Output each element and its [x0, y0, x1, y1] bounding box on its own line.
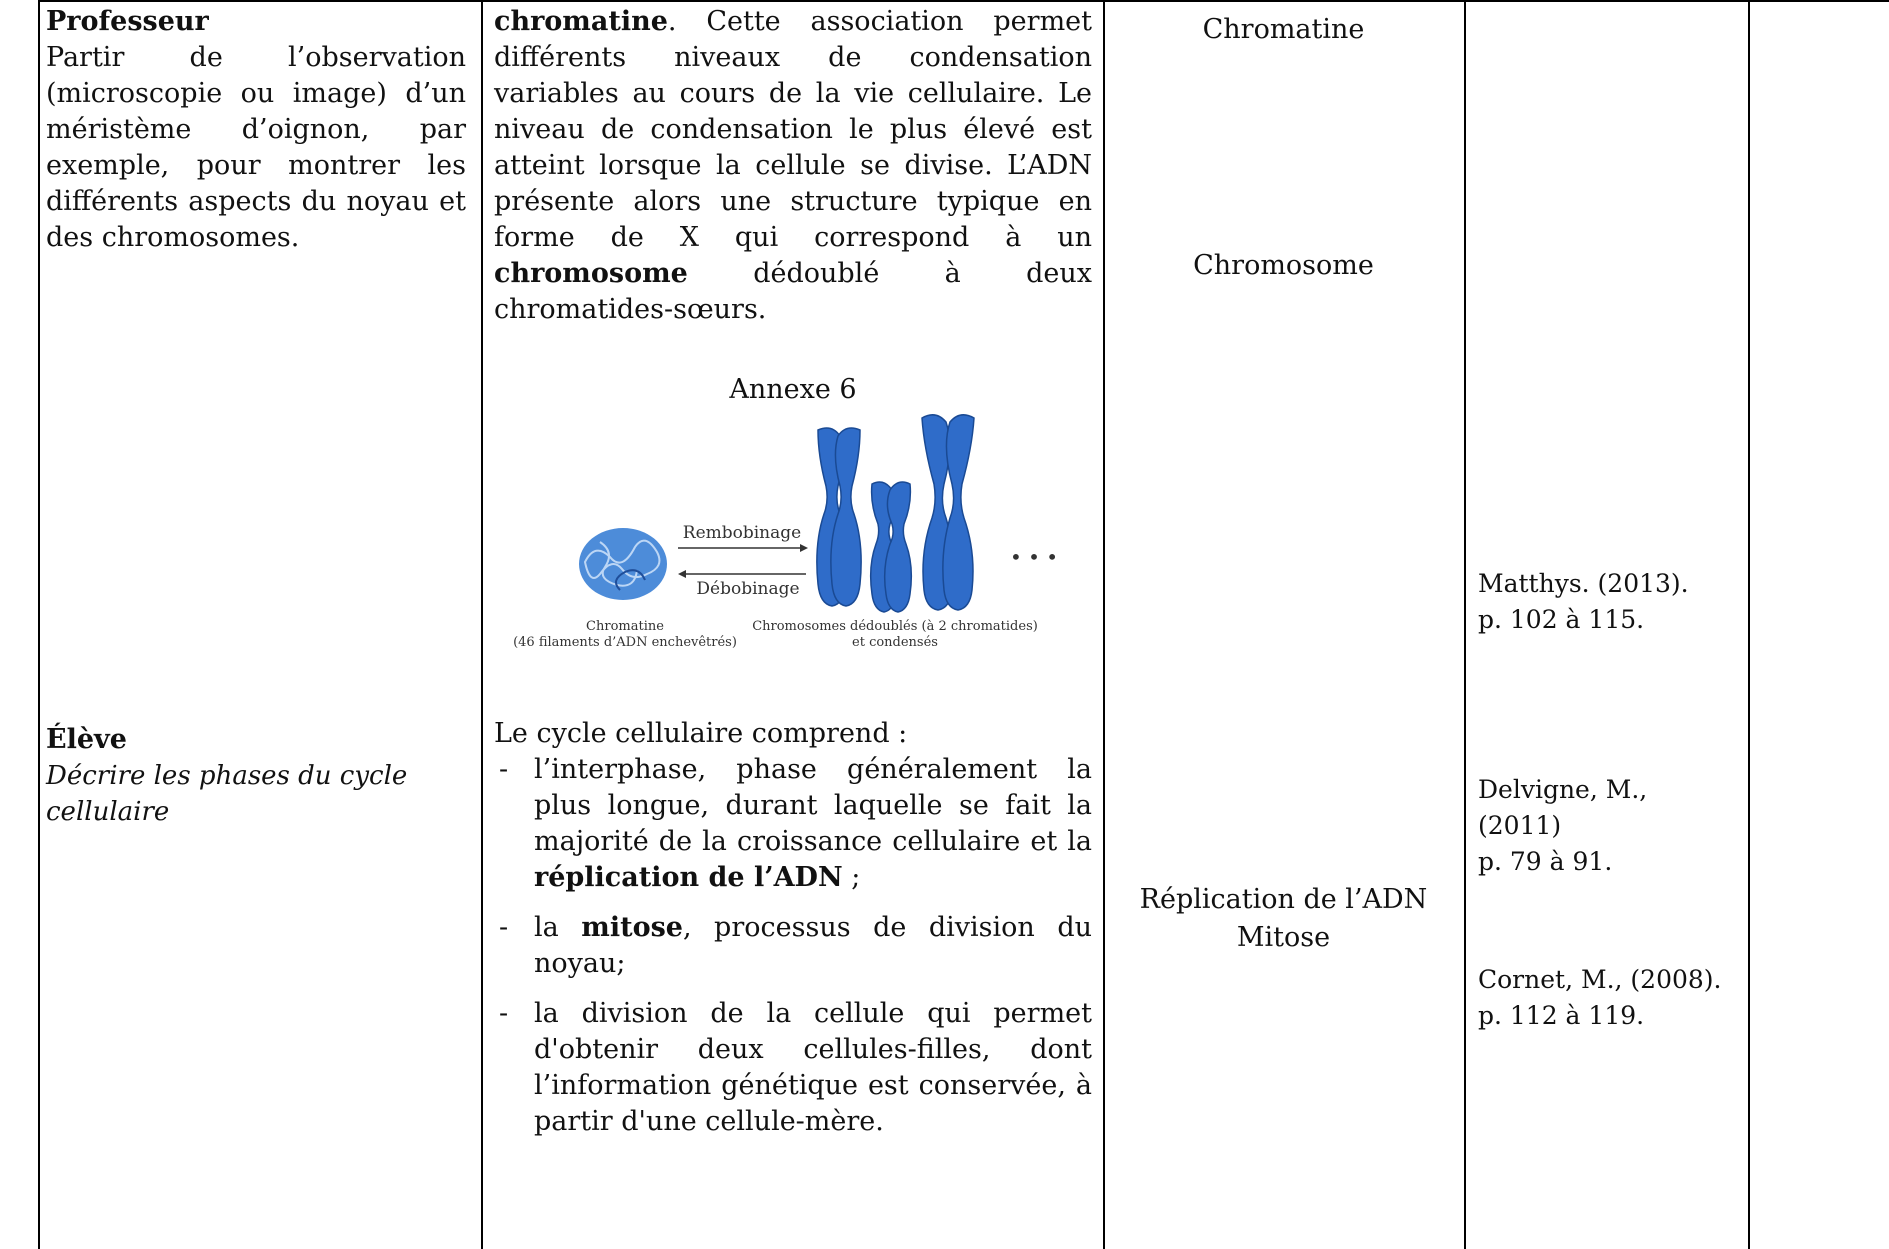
term-replication: Réplication de l’ADN: [1139, 884, 1428, 915]
term-chromosome: Chromosome: [1193, 250, 1374, 281]
ref2-line1: Delvigne, M.,: [1478, 775, 1648, 804]
chromosome-2: [869, 481, 913, 613]
table-left-border: [38, 0, 40, 1249]
ref1-line2: p. 102 à 115.: [1478, 605, 1645, 634]
chromatin-label-1: Chromatine: [586, 619, 664, 634]
column-divider-1: [481, 0, 483, 1249]
list-item: la mitose, processus de division du noya…: [494, 910, 1092, 982]
cycle-intro: Le cycle cellulaire comprend :: [494, 718, 908, 749]
arrow-label-forward: Rembobinage: [683, 523, 801, 543]
list-item: l’interphase, phase généralement la plus…: [494, 752, 1092, 896]
list-item: la division de la cellule qui permet d'o…: [494, 996, 1092, 1140]
column-divider-3: [1464, 0, 1466, 1249]
cycle-phases-list: l’interphase, phase généralement la plus…: [494, 752, 1092, 1140]
chromatin-label-2: (46 filaments d’ADN enchevêtrés): [513, 635, 737, 650]
item1-end: ;: [842, 862, 861, 893]
ref2-line2: (2011): [1478, 811, 1562, 840]
column-divider-2: [1103, 0, 1105, 1249]
student-block: Élève Décrire les phases du cycle cellul…: [46, 722, 466, 830]
chromatin-blob: [579, 528, 667, 600]
chromosome-1: [816, 427, 862, 607]
teacher-heading: Professeur: [46, 6, 209, 37]
column-activities: Professeur Partir de l’observation (micr…: [46, 4, 466, 256]
item3-text: la division de la cellule qui permet d'o…: [534, 998, 1092, 1137]
term-mitose: Mitose: [1236, 922, 1331, 953]
ref3-line2: p. 112 à 119.: [1478, 1001, 1645, 1030]
item2-end: , processus de division du noyau;: [534, 912, 1092, 979]
table-top-border: [38, 0, 1889, 2]
cell-cycle-block: Le cycle cellulaire comprend : l’interph…: [494, 716, 1092, 1154]
p1-end: dédoublé à deux chromatides-sœurs.: [494, 258, 1092, 325]
item1-text: l’interphase, phase généralement la plus…: [534, 754, 1092, 857]
reference-cornet: Cornet, M., (2008). p. 112 à 119.: [1478, 962, 1746, 1034]
term-chromatine-bold: chromatine: [494, 6, 668, 37]
chromosomes-label-2: et condensés: [852, 635, 938, 650]
reference-matthys: Matthys. (2013). p. 102 à 115.: [1478, 566, 1746, 638]
item2-bold: mitose: [581, 912, 683, 943]
item1-bold: réplication de l’ADN: [534, 862, 843, 893]
arrows: Rembobinage Débobinage: [678, 523, 808, 599]
ref1-line1: Matthys. (2013).: [1478, 569, 1689, 598]
term-chromosome-bold: chromosome: [494, 258, 688, 289]
chromatin-chromosome-figure: Rembobinage Débobinage • • • Chromatine …: [513, 414, 1058, 650]
figure-ellipsis: • • •: [1010, 545, 1058, 569]
student-text: Décrire les phases du cycle cellulaire: [46, 761, 408, 827]
ref3-line1: Cornet, M., (2008).: [1478, 965, 1722, 994]
teacher-text: Partir de l’observation (microscopie ou …: [46, 42, 466, 253]
student-heading: Élève: [46, 724, 127, 755]
term-chromatine: Chromatine: [1202, 14, 1365, 45]
column-divider-4: [1748, 0, 1750, 1249]
ref2-line3: p. 79 à 91.: [1478, 847, 1613, 876]
content-paragraph-1: chromatine. Cette association permet dif…: [494, 4, 1092, 328]
p1-rest: . Cette association permet différents ni…: [494, 6, 1092, 253]
arrow-label-back: Débobinage: [696, 579, 799, 599]
reference-delvigne: Delvigne, M., (2011) p. 79 à 91.: [1478, 772, 1746, 880]
item2-text: la: [534, 912, 582, 943]
chromosomes-label-1: Chromosomes dédoublés (à 2 chromatides): [752, 619, 1038, 634]
annex-title: Annexe 6: [729, 374, 857, 405]
chromosome-3: [921, 414, 975, 611]
